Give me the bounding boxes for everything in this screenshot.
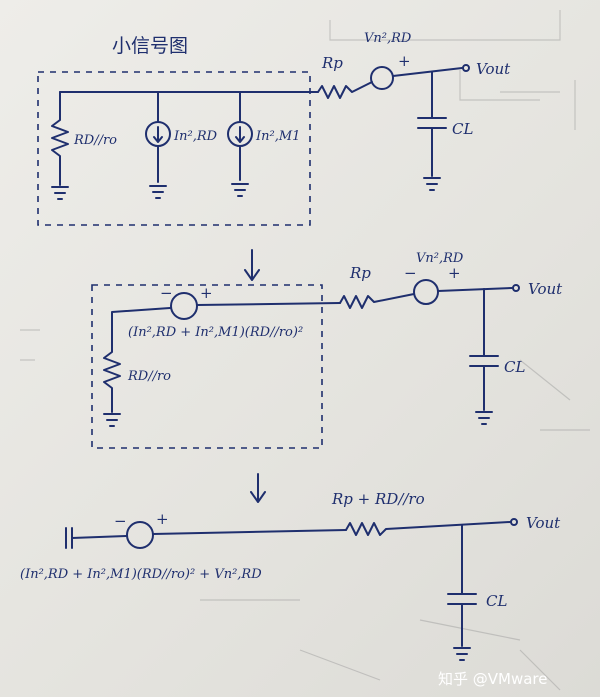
stage1-cl-capacitor [417, 71, 447, 177]
stage2-vn-rd-label: Vn²,RD [416, 251, 464, 266]
stage1-in-m1-current-source [227, 121, 253, 147]
stage3-plus-sign: + [156, 510, 169, 528]
stage1-vn-rd-voltage-source [370, 66, 394, 90]
stage2-rd-ro-label: RD//ro [127, 369, 171, 384]
stage2-cl-capacitor [469, 288, 499, 411]
stage1-in-rd-current-source [145, 121, 171, 147]
stage1-ground-1 [51, 186, 69, 200]
stage3-cl-capacitor [447, 524, 477, 647]
stage1-title: 小信号图 [112, 35, 188, 57]
stage3-vout-label: Vout [526, 514, 561, 532]
stage2-top-wire [196, 302, 341, 306]
background-pencil-traces [20, 10, 590, 691]
stage3-noise-voltage-source [126, 521, 154, 549]
arrow-down-icon [244, 249, 260, 281]
stage1-in-rd-label: In²,RD [173, 129, 218, 144]
stage1-ground-4 [423, 177, 441, 191]
stage2-output-wire [437, 287, 513, 292]
stage2-cl-label: CL [504, 358, 525, 376]
stage2-ground-1 [103, 413, 121, 427]
stage1-vout-terminal [462, 64, 470, 72]
stage1-plus-sign: + [398, 52, 411, 70]
stage1-rd-ro-resistor [51, 91, 69, 186]
stage2-vn-plus-sign: + [448, 264, 461, 282]
stage1-vout-label: Vout [476, 60, 511, 78]
stage1-circuit: 小信号图 RD//ro In²,RD In²,M1 Rp Vn²,RD + Vo… [37, 31, 511, 226]
stage2-rp-resistor [339, 293, 415, 309]
stage2-circuit: − + (In²,RD + In²,M1)(RD//ro)² RD//ro Rp… [91, 251, 563, 449]
stage1-cl-label: CL [452, 120, 473, 138]
stage2-vn-minus-sign: − [404, 264, 417, 282]
stage2-vout-terminal [512, 284, 520, 292]
stage3-vout-terminal [510, 518, 518, 526]
arrow-down-icon [250, 473, 266, 503]
stage3-r-total-label: Rp + RD//ro [331, 490, 425, 508]
stage3-ground-plate [65, 527, 127, 549]
stage2-minus-sign: − [160, 284, 173, 302]
stage1-rp-label: Rp [321, 54, 343, 72]
stage3-minus-sign: − [114, 512, 127, 530]
stage1-dashed-box [37, 71, 311, 226]
stage1-ground-2 [149, 185, 167, 199]
stage1-rp-resistor [317, 81, 373, 99]
stage2-left-wire [111, 307, 171, 331]
stage1-rd-ro-label: RD//ro [73, 133, 117, 148]
stage1-output-wire [392, 67, 463, 77]
watermark: 知乎 @VMware [438, 670, 548, 688]
stage3-ground [453, 647, 471, 661]
stage3-noise-expr: (In²,RD + In²,M1)(RD//ro)² + Vn²,RD [20, 567, 262, 582]
stage3-cl-label: CL [486, 592, 507, 610]
arrow-down-icon [153, 126, 163, 143]
stage1-in-m1-label: In²,M1 [255, 129, 300, 144]
stage1-vn-rd-label: Vn²,RD [364, 31, 412, 46]
stage2-rd-ro-resistor [103, 329, 121, 413]
stage2-plus-sign: + [200, 284, 213, 302]
stage3-r-total-resistor [345, 521, 511, 536]
stage1-ground-3 [231, 183, 249, 197]
stage2-vout-label: Vout [528, 280, 563, 298]
stage3-top-wire [152, 529, 347, 535]
stage3-circuit: − + (In²,RD + In²,M1)(RD//ro)² + Vn²,RD … [20, 490, 561, 661]
stage2-dashed-box [91, 284, 323, 449]
stage2-rp-label: Rp [349, 264, 371, 282]
stage2-ground-2 [475, 411, 493, 425]
stage2-noise-expr: (In²,RD + In²,M1)(RD//ro)² [128, 325, 303, 340]
arrow-down-icon [235, 126, 245, 143]
stage2-vn-rd-voltage-source [413, 279, 439, 305]
stage2-noise-voltage-source [170, 292, 198, 320]
